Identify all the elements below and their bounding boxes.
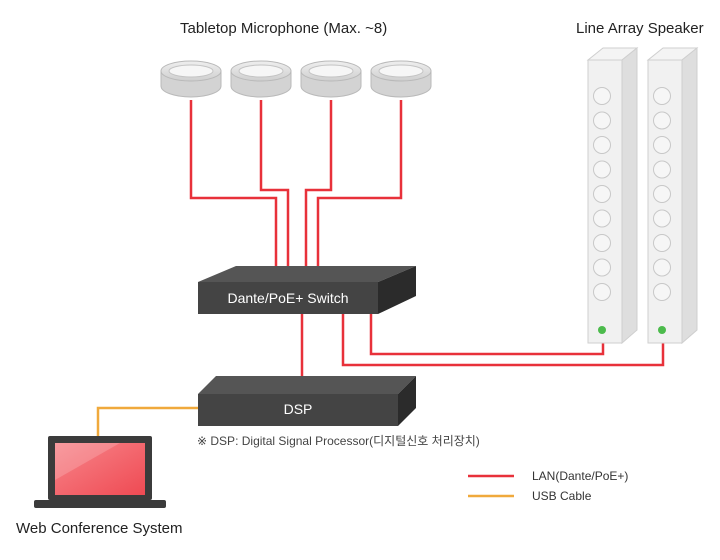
mic-cable-4 bbox=[316, 100, 403, 282]
dsp-unit bbox=[198, 376, 416, 426]
microphone-icon bbox=[300, 60, 362, 98]
speaker-drivers bbox=[593, 87, 611, 301]
speaker-driver bbox=[653, 283, 671, 301]
microphone-icon bbox=[160, 60, 222, 98]
legend-lan-label: LAN(Dante/PoE+) bbox=[532, 469, 629, 483]
speaker-led bbox=[658, 326, 666, 334]
speaker-icon bbox=[646, 46, 699, 345]
microphones-title: Tabletop Microphone (Max. ~8) bbox=[180, 20, 388, 37]
speaker-icon bbox=[586, 46, 639, 345]
speaker-cables bbox=[341, 312, 665, 367]
speaker-driver bbox=[653, 185, 671, 203]
dante-poe-switch bbox=[198, 266, 416, 314]
microphone-icon bbox=[370, 60, 432, 98]
switch-label: Dante/PoE+ Switch bbox=[227, 290, 349, 306]
speaker-driver bbox=[653, 87, 671, 105]
speaker-title: Line Array Speaker bbox=[576, 20, 704, 37]
speaker-driver bbox=[593, 160, 611, 179]
mic-cable-3 bbox=[304, 100, 333, 282]
speaker-driver bbox=[653, 160, 671, 179]
speaker-driver bbox=[593, 111, 611, 130]
speaker-cable-1 bbox=[369, 312, 605, 356]
laptop-icon bbox=[34, 436, 166, 508]
line-array-speakers bbox=[586, 46, 699, 345]
legend bbox=[468, 474, 514, 498]
microphone-icon bbox=[230, 60, 292, 98]
speaker-driver bbox=[653, 258, 671, 277]
laptop-label: Web Conference System bbox=[16, 520, 183, 537]
speaker-driver bbox=[593, 87, 611, 105]
microphones bbox=[160, 60, 432, 98]
speaker-driver bbox=[593, 209, 611, 228]
speaker-cable-2 bbox=[341, 312, 665, 367]
mic-cable-2 bbox=[259, 100, 290, 282]
mic-cables bbox=[189, 100, 403, 282]
speaker-driver bbox=[593, 258, 611, 277]
speaker-driver bbox=[653, 111, 671, 130]
legend-usb-label: USB Cable bbox=[532, 489, 592, 503]
speaker-drivers bbox=[653, 87, 671, 301]
mic-cable-1 bbox=[189, 100, 278, 282]
dsp-label: DSP bbox=[283, 401, 313, 417]
speaker-driver bbox=[653, 234, 671, 252]
speaker-driver bbox=[593, 136, 611, 154]
speaker-driver bbox=[653, 136, 671, 154]
dsp-footnote: ※ DSP: Digital Signal Processor(디지털신호 처리… bbox=[197, 434, 480, 448]
speaker-driver bbox=[593, 234, 611, 252]
speaker-led bbox=[598, 326, 606, 334]
speaker-driver bbox=[593, 185, 611, 203]
speaker-driver bbox=[653, 209, 671, 228]
usb-cable bbox=[96, 406, 198, 436]
speaker-driver bbox=[593, 283, 611, 301]
